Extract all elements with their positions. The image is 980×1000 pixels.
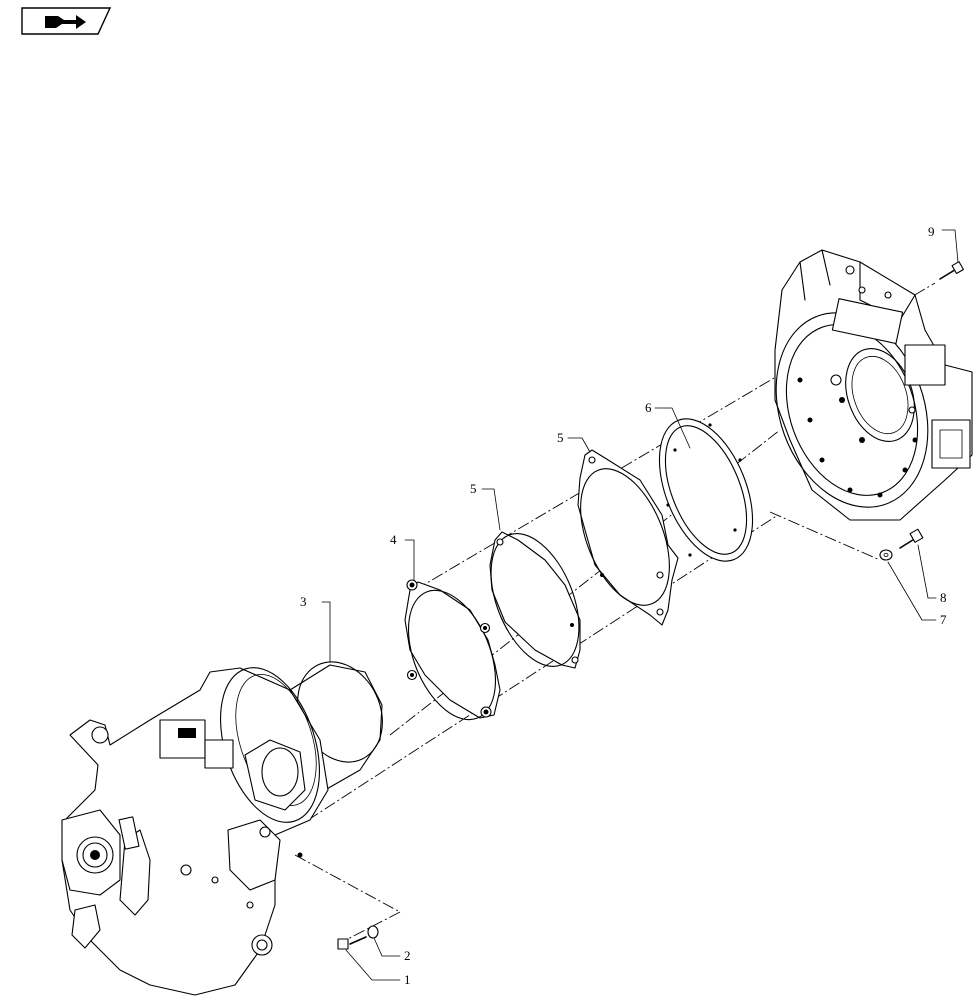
callout-8: 8 bbox=[940, 590, 947, 605]
bolt-part-8[interactable] bbox=[899, 528, 924, 549]
leader-lines bbox=[321, 229, 959, 981]
adapter-plate-part-5-right[interactable] bbox=[563, 449, 687, 626]
callout-7: 7 bbox=[940, 612, 947, 627]
callout-5-right: 5 bbox=[557, 430, 564, 445]
callout-5-left: 5 bbox=[470, 481, 477, 496]
callout-1: 1 bbox=[404, 972, 411, 987]
callout-6: 6 bbox=[645, 400, 652, 415]
bolt-part-9[interactable] bbox=[939, 261, 965, 280]
book-arrow-icon[interactable] bbox=[21, 7, 112, 35]
washer-part-2[interactable] bbox=[367, 925, 379, 939]
washer-part-7[interactable] bbox=[879, 549, 893, 561]
transmission-housing[interactable] bbox=[61, 655, 338, 996]
callout-2: 2 bbox=[404, 948, 411, 963]
callout-labels: 9 3 4 5 5 6 8 7 2 1 bbox=[300, 224, 947, 987]
callout-4: 4 bbox=[390, 532, 397, 547]
adapter-plate-part-5-left[interactable] bbox=[474, 521, 597, 679]
callout-9: 9 bbox=[928, 224, 935, 239]
stud-plate-part-4[interactable] bbox=[391, 578, 512, 733]
bolt-part-1[interactable] bbox=[337, 936, 367, 950]
callout-3: 3 bbox=[300, 594, 307, 609]
flywheel-housing[interactable] bbox=[750, 249, 973, 529]
